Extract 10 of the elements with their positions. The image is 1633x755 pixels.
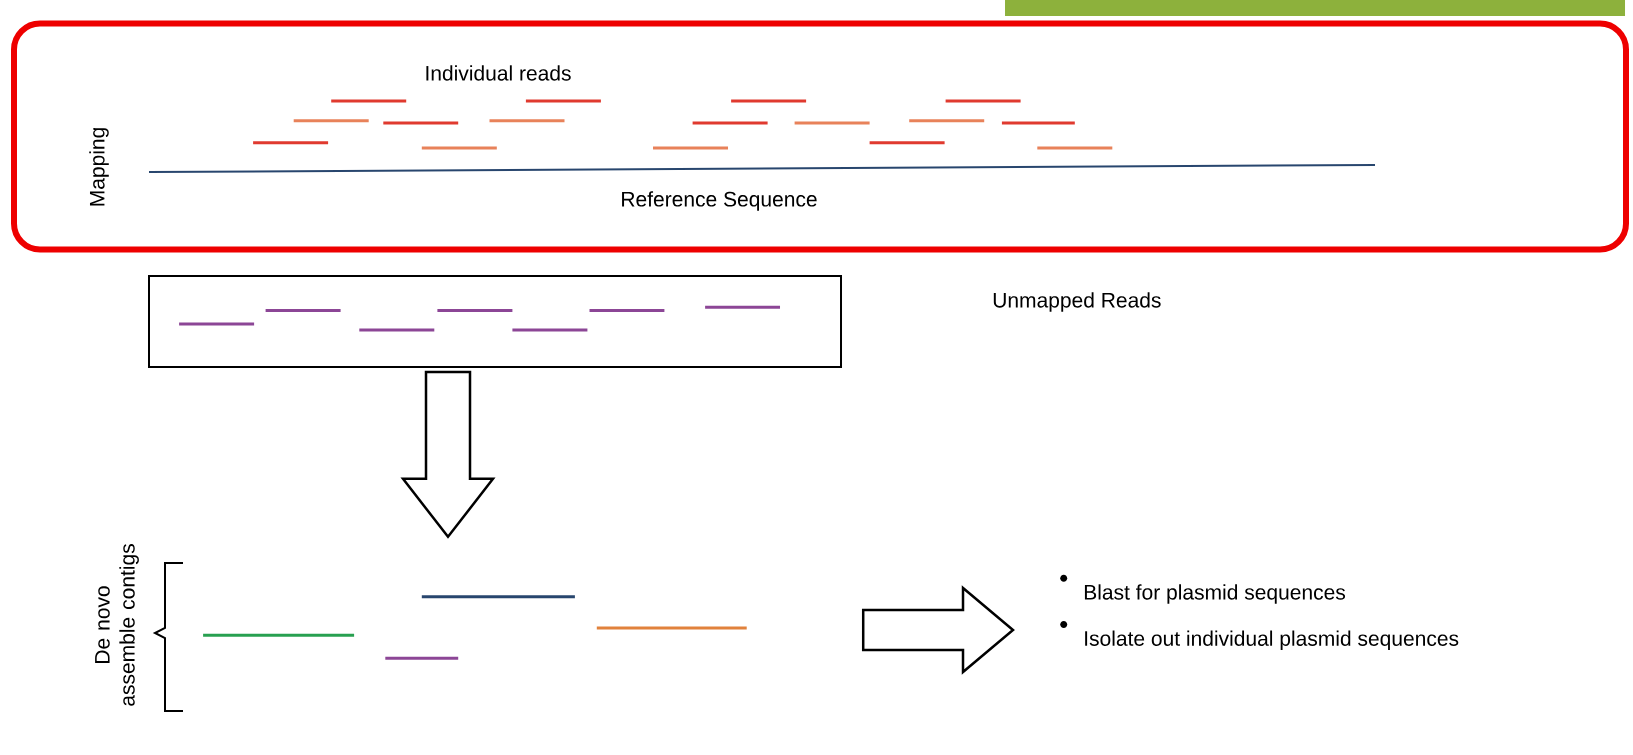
bullet-list: Blast for plasmid sequences Isolate out individual plasmid sequences xyxy=(1060,574,1459,651)
label: Reference Sequence xyxy=(622,191,817,211)
label: Mapping xyxy=(89,128,109,206)
label: De novo assemble contigs xyxy=(95,544,139,706)
block-arrow xyxy=(400,370,496,539)
label: Individual reads xyxy=(426,65,571,81)
node-label: Blast for plasmid sequences xyxy=(1084,584,1346,604)
node-label: Isolate out individual plasmid sequences xyxy=(1085,630,1459,651)
label: Unmapped Reads xyxy=(993,292,1161,312)
block-arrow xyxy=(861,585,1015,675)
